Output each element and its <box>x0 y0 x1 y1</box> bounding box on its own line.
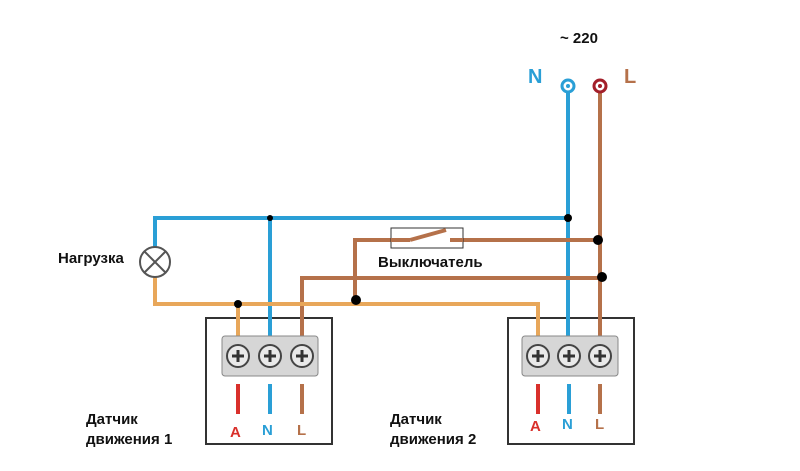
junction-dot <box>351 295 361 305</box>
sensor-2-label: Датчик движения 2 <box>390 410 476 450</box>
load-label: Нагрузка <box>58 250 124 267</box>
sensor-1-terminal-n: N <box>262 422 273 439</box>
junction-dot <box>593 235 603 245</box>
sensor-2-label-line1: Датчик <box>390 411 442 428</box>
supply-terminals <box>560 78 608 94</box>
sensor-1-label-line2: движения 1 <box>86 431 173 448</box>
junction-dot <box>564 214 572 222</box>
sensor-2-terminal-a: A <box>530 418 541 435</box>
sensor-1-terminal-l: L <box>297 422 307 439</box>
load-wire <box>153 276 540 340</box>
sensor-1-terminal-a: A <box>230 424 241 441</box>
supply-voltage-label: ~ 220 <box>560 30 598 47</box>
sensor-2-terminal-l: L <box>595 416 605 433</box>
junction-dot <box>267 215 273 221</box>
junction-dot <box>234 300 242 308</box>
supply-neutral-label: N <box>528 66 543 88</box>
sensor-2-terminal-n: N <box>562 416 573 433</box>
switch-symbol <box>390 227 464 249</box>
sensor-2-label-line2: движения 2 <box>390 431 477 448</box>
sensor-1-label: Датчик движения 1 <box>86 410 172 450</box>
switch-label: Выключатель <box>378 254 483 271</box>
supply-line-label: L <box>624 66 637 88</box>
sensor-2-terminal-block <box>521 335 619 377</box>
lamp-icon <box>139 246 171 278</box>
sensor-1-label-line1: Датчик <box>86 411 138 428</box>
junction-dots <box>234 214 607 308</box>
line-wire <box>300 92 602 340</box>
junction-dot <box>597 272 607 282</box>
sensor-1-terminal-block <box>221 335 319 377</box>
output-leads <box>236 384 602 414</box>
